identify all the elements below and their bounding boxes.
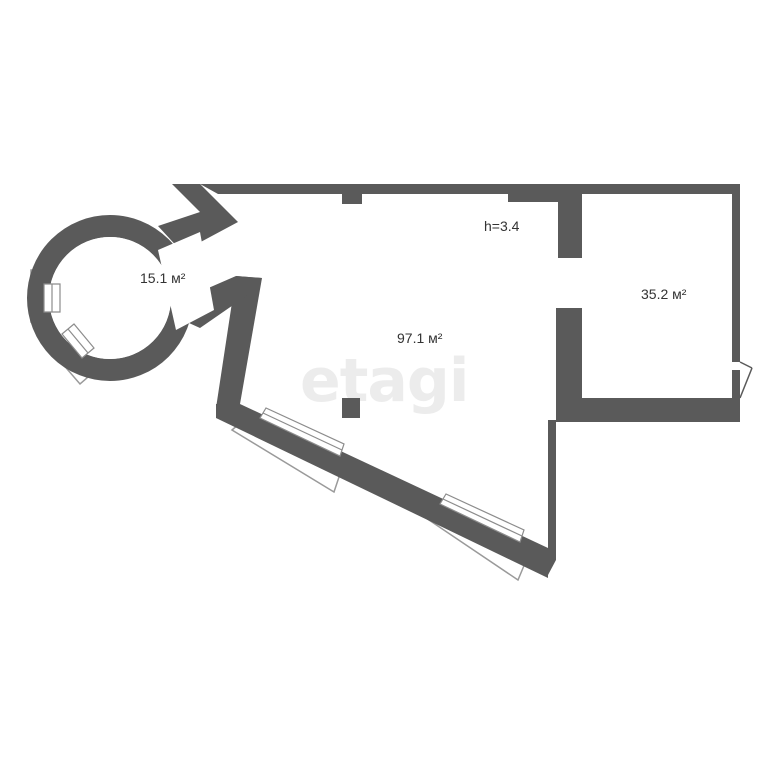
room-area-label: 15.1 м² bbox=[140, 270, 186, 286]
window-panes bbox=[43, 283, 525, 543]
wall-top bbox=[172, 184, 740, 194]
room-area-label: 35.2 м² bbox=[641, 286, 687, 302]
room-area-label: 97.1 м² bbox=[397, 330, 443, 346]
wall-top-stub bbox=[342, 184, 362, 204]
wall-hall-left bbox=[216, 276, 262, 408]
walls bbox=[158, 184, 740, 578]
watermark-logo: etagi bbox=[300, 346, 469, 416]
wall-partition-upper bbox=[508, 184, 582, 258]
round-room-opening bbox=[158, 232, 214, 330]
wall-notch bbox=[158, 184, 238, 252]
wall-right bbox=[732, 184, 740, 362]
door-frame bbox=[739, 367, 753, 399]
round-room-floor bbox=[49, 237, 171, 359]
round-room-walls bbox=[27, 215, 214, 381]
window-hall-1 bbox=[259, 407, 345, 457]
window-hall-1-line bbox=[262, 412, 343, 451]
column bbox=[342, 398, 360, 418]
window-hall-2-line bbox=[442, 498, 523, 537]
wall-side-bottom bbox=[556, 398, 740, 422]
ceiling-height-label: h=3.4 bbox=[484, 218, 520, 234]
window-hall-2 bbox=[439, 493, 525, 543]
door-leaf bbox=[739, 361, 753, 369]
window-round-2-line bbox=[67, 328, 89, 354]
wall-partition-lower bbox=[556, 308, 582, 422]
wall-diagonal-right bbox=[548, 420, 556, 575]
door-right bbox=[739, 361, 753, 399]
wall-facade bbox=[216, 404, 548, 578]
